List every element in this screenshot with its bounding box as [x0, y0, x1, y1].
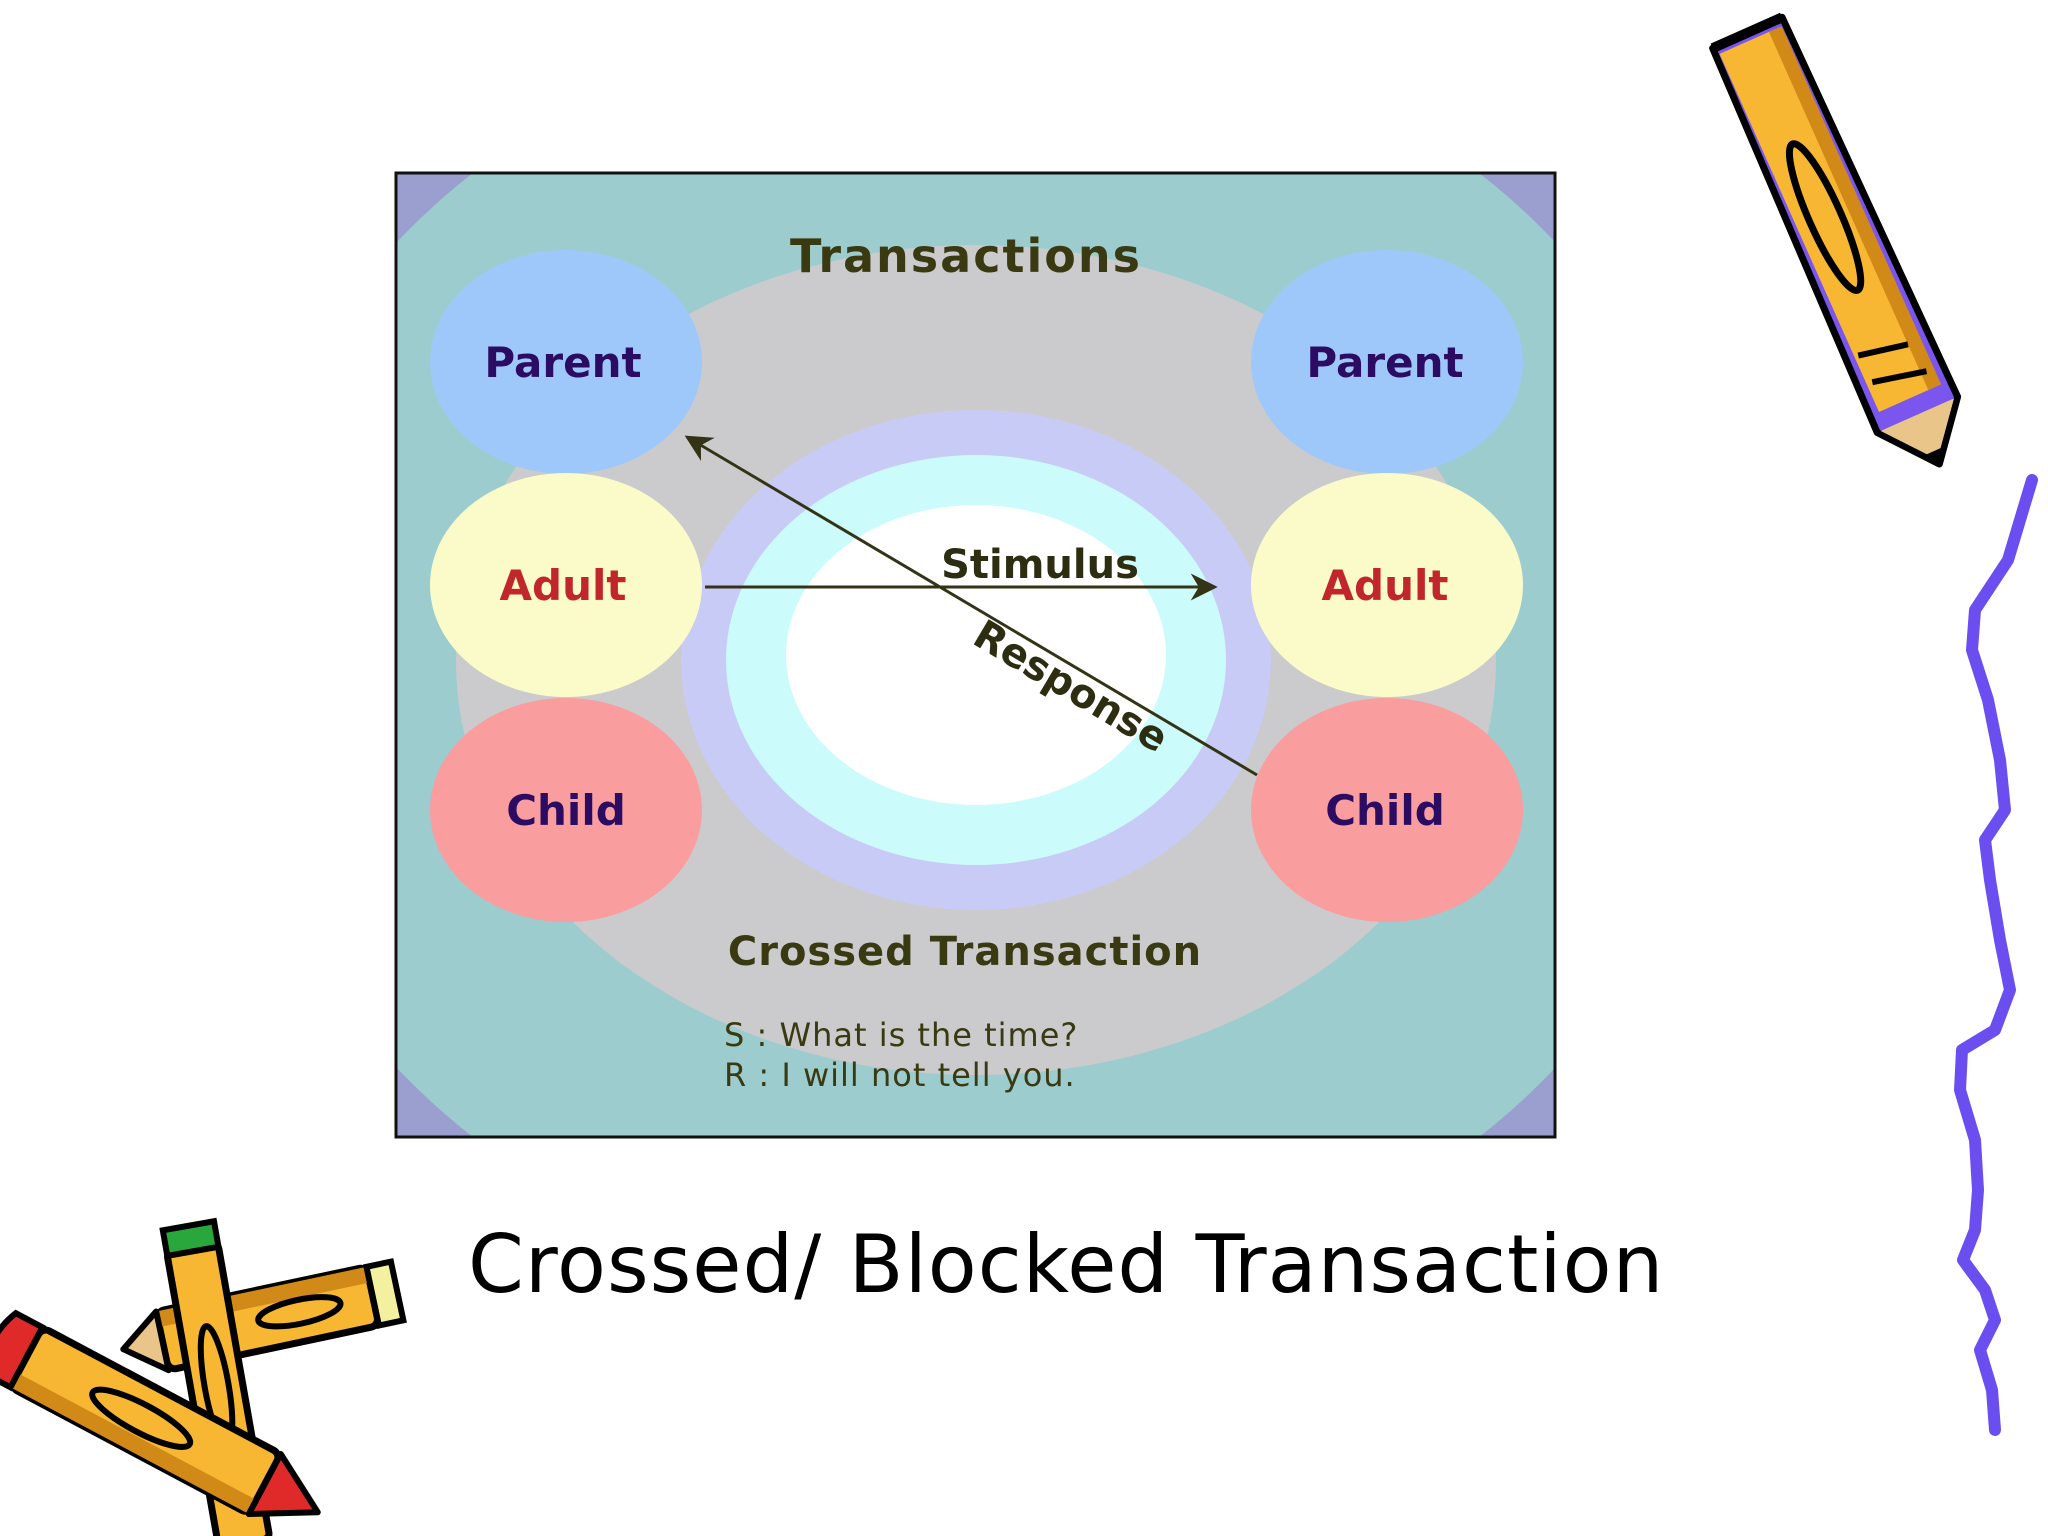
left-child-label: Child — [506, 786, 626, 835]
right-child-label: Child — [1325, 786, 1445, 835]
slide-caption: Crossed/ Blocked Transaction — [468, 1218, 1665, 1311]
example-stimulus: S : What is the time? — [724, 1016, 1078, 1054]
transaction-diagram: Transactions Parent Adult Child Parent A… — [394, 171, 1557, 1139]
right-child-circle — [1251, 698, 1523, 922]
center-core — [786, 505, 1166, 805]
right-parent-label: Parent — [1306, 338, 1463, 387]
left-parent-circle — [430, 250, 702, 474]
response-arrow — [684, 435, 1258, 777]
pencils-bottom-left-icon — [0, 1217, 407, 1536]
right-parent-circle — [1251, 250, 1523, 474]
right-ego-states: Parent Adult Child — [1251, 250, 1523, 922]
right-adult-label: Adult — [1322, 561, 1449, 610]
left-parent-label: Parent — [484, 338, 641, 387]
squiggle-line-icon — [1954, 474, 2038, 1436]
left-ego-states: Parent Adult Child — [430, 250, 702, 922]
stimulus-label: Stimulus — [941, 542, 1139, 588]
diagram-title: Transactions — [790, 229, 1142, 283]
diagram-subtitle: Crossed Transaction — [728, 929, 1202, 975]
left-adult-label: Adult — [500, 561, 627, 610]
left-child-circle — [430, 698, 702, 922]
example-response: R : I will not tell you. — [724, 1056, 1076, 1094]
left-adult-circle — [430, 473, 702, 697]
pencil-top-right-icon — [1709, 12, 1962, 468]
right-adult-circle — [1251, 473, 1523, 697]
